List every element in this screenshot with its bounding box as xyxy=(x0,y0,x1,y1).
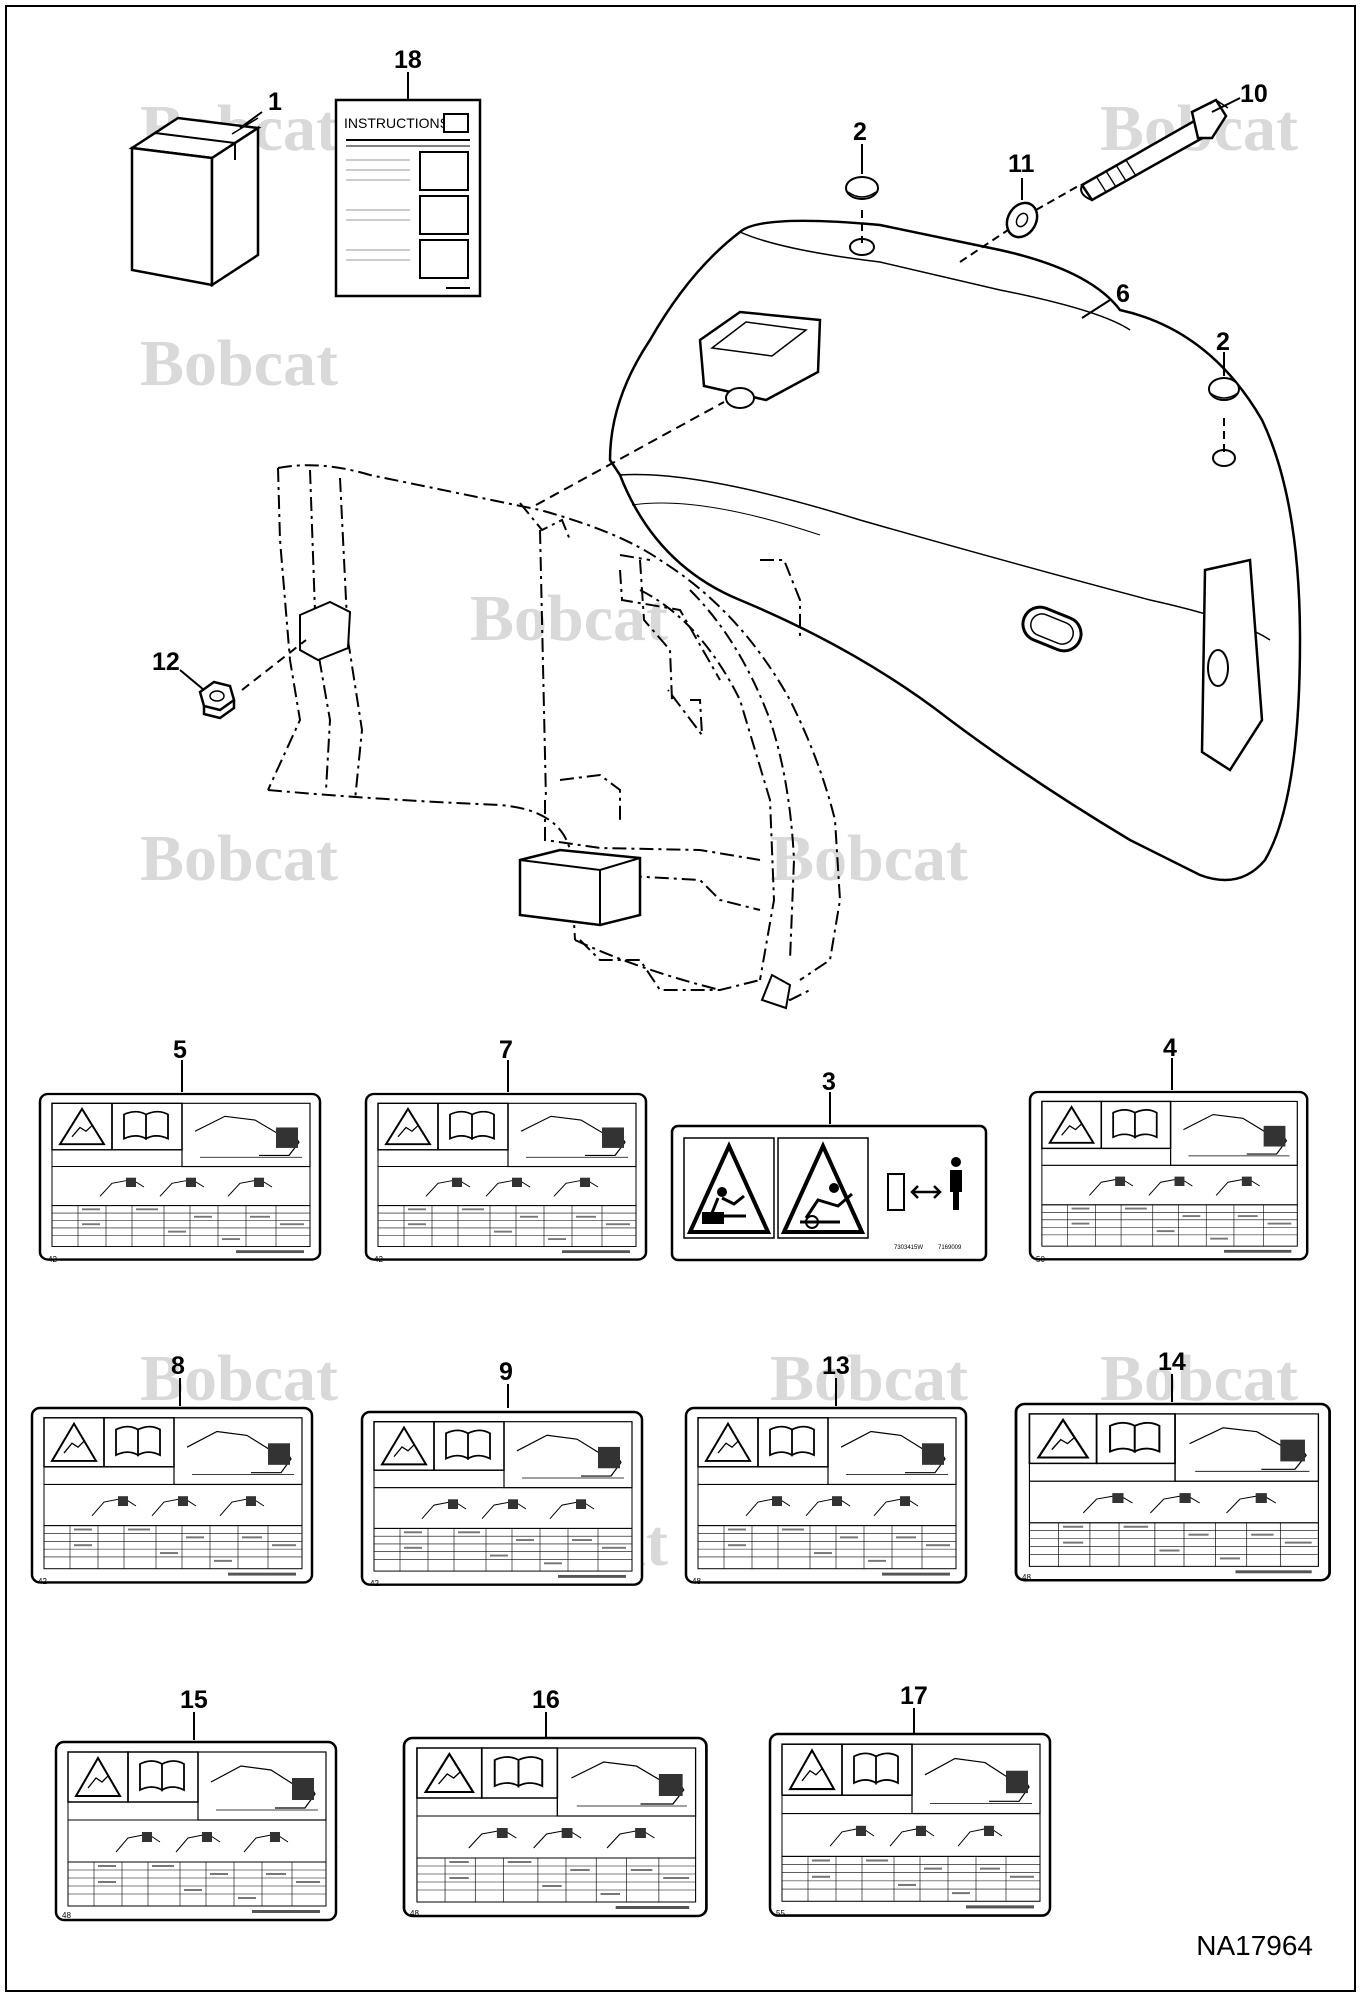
decal-7: 42 xyxy=(364,1092,648,1264)
decal-13: 48 xyxy=(684,1406,968,1586)
callout-18: 18 xyxy=(394,46,422,74)
watermark: Bobcat xyxy=(140,822,338,895)
decal-page-number: 55 xyxy=(776,1909,785,1918)
callout-12: 12 xyxy=(152,648,180,676)
instructions-sheet-icon: INSTRUCTIONS xyxy=(334,98,482,298)
decal-part-code: 7169009 xyxy=(938,1245,962,1251)
decal-15: 48 xyxy=(54,1740,338,1922)
callout-6: 6 xyxy=(1116,280,1130,308)
watermark: Bobcat xyxy=(470,582,668,655)
decal-9: 42 xyxy=(360,1410,644,1588)
decal-14: 48 xyxy=(1014,1402,1331,1582)
decal-page-number: 42 xyxy=(374,1255,383,1264)
machine-frame-icon xyxy=(267,464,842,1002)
callouts: 1 18 2 10 11 6 2 12 5 7 3 4 8 9 13 14 15… xyxy=(152,46,1268,1714)
watermark: Bobcat xyxy=(140,327,338,400)
decal-page-number: 42 xyxy=(38,1577,47,1586)
decal-page-number: 48 xyxy=(62,1911,71,1920)
decal-16: 48 xyxy=(402,1736,708,1918)
callout-7: 7 xyxy=(499,1036,513,1064)
callout-17: 17 xyxy=(900,1682,928,1710)
decal-3: 7303415W 7169009 xyxy=(670,1124,988,1262)
callout-2: 2 xyxy=(853,118,867,146)
callout-2b: 2 xyxy=(1216,328,1230,356)
watermark: Bobcat xyxy=(770,1342,968,1415)
drawing-border xyxy=(5,5,1356,1992)
callout-16: 16 xyxy=(532,1686,560,1714)
counterweight-icon xyxy=(608,210,1302,882)
warning-triangle-icon xyxy=(777,1137,869,1239)
decal-17: 55 xyxy=(768,1732,1052,1918)
decal-8: 42 xyxy=(30,1406,314,1586)
person-icon xyxy=(887,1157,962,1211)
decal-5: 42 xyxy=(38,1092,322,1264)
decal-part-code: 7303415W xyxy=(894,1245,923,1251)
callout-9: 9 xyxy=(499,1358,513,1386)
callout-15: 15 xyxy=(180,1686,208,1714)
decal-page-number: 42 xyxy=(48,1255,57,1264)
instructions-title: INSTRUCTIONS xyxy=(344,115,449,131)
decal-page-number: 42 xyxy=(370,1579,379,1588)
plug-icon xyxy=(845,176,879,200)
callout-13: 13 xyxy=(822,1352,850,1380)
callout-3: 3 xyxy=(822,1068,836,1096)
callout-5: 5 xyxy=(173,1036,187,1064)
callout-8: 8 xyxy=(171,1352,185,1380)
decal-page-number: 48 xyxy=(1022,1573,1031,1582)
callout-10: 10 xyxy=(1240,80,1268,108)
warning-triangle-icon xyxy=(683,1137,775,1239)
plug-icon xyxy=(1208,377,1240,401)
callout-4: 4 xyxy=(1163,1034,1177,1062)
decal-page-number: 48 xyxy=(410,1909,419,1918)
decal-page-number: 48 xyxy=(692,1577,701,1586)
watermark: Bobcat xyxy=(770,822,968,895)
machine-frame-mount xyxy=(299,600,792,1010)
nut-icon xyxy=(198,680,236,720)
callout-1: 1 xyxy=(268,88,282,116)
watermark: Bobcat xyxy=(140,1342,338,1415)
callout-11: 11 xyxy=(1008,150,1035,178)
box-icon xyxy=(128,116,262,288)
callout-14: 14 xyxy=(1158,1348,1186,1376)
decal-4: 50 xyxy=(1028,1090,1309,1264)
washer-icon xyxy=(1005,201,1039,239)
leader-lines xyxy=(179,72,1241,1740)
drawing-code: NA17964 xyxy=(1196,1930,1313,1961)
decal-page-number: 50 xyxy=(1036,1255,1045,1264)
